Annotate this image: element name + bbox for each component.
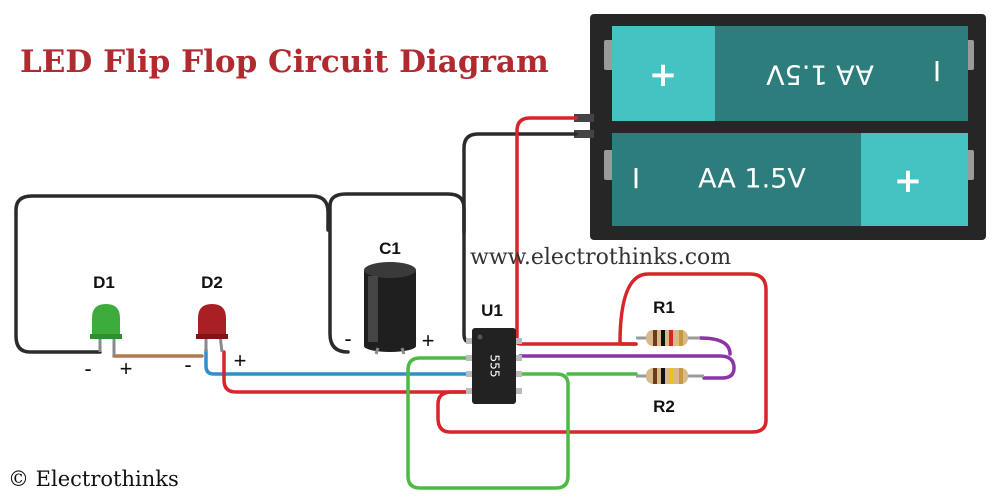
r2-band-3: [669, 368, 673, 384]
battery-top-label: AA 1.5V: [766, 59, 874, 90]
r2-band-2: [661, 368, 665, 384]
capacitor-c1: C1 - +: [344, 239, 435, 355]
r2-band-4: [679, 368, 683, 384]
u1-label: U1: [481, 301, 503, 320]
u1-pin-1: [466, 338, 474, 344]
battery-bottom-label: AA 1.5V: [698, 164, 806, 195]
d1-label: D1: [93, 273, 115, 292]
r1-band-2: [661, 330, 665, 346]
wire-d2-red: [222, 350, 472, 394]
led-d2: D2 - +: [184, 273, 246, 377]
d2-rim: [196, 334, 228, 339]
c1-stripe: [368, 276, 378, 342]
wire-d2-blue: [204, 348, 472, 376]
battery-bottom-cap: [861, 133, 968, 226]
copyright-text: © Electrothinks: [8, 467, 179, 491]
wire-green-loop: [406, 356, 570, 490]
battery-bottom-minus: I: [632, 162, 640, 195]
d1-rim: [90, 334, 122, 339]
wire-d1-negative: [14, 194, 330, 354]
r2-band-1: [653, 368, 657, 384]
battery-bottom-plus: +: [894, 161, 923, 201]
battery-top-minus: I: [933, 55, 941, 88]
u1-pin-4: [466, 388, 474, 394]
u1-pin-2: [466, 355, 474, 361]
d2-neg-sign: -: [184, 352, 191, 377]
wire-purple: [518, 354, 736, 380]
d1-body: [92, 304, 120, 336]
u1-pin-5: [514, 388, 522, 394]
battery-bottom-cell: I AA 1.5V +: [604, 133, 974, 226]
c1-neg-sign: -: [344, 326, 351, 351]
d1-neg-sign: -: [84, 356, 91, 381]
r1-label: R1: [653, 298, 675, 317]
r1-band-4: [679, 330, 683, 346]
battery-holder: + AA 1.5V I I AA 1.5V +: [574, 14, 986, 240]
c1-pos-sign: +: [422, 328, 435, 353]
u1-pin-8: [514, 338, 522, 344]
resistor-r1: R1: [636, 298, 700, 346]
d1-pos-sign: +: [120, 356, 133, 381]
battery-top-cap: [612, 26, 715, 121]
battery-black-connector: [574, 130, 594, 138]
u1-body: [472, 328, 516, 404]
u1-chip-text: 555: [488, 355, 502, 378]
battery-top-cell: + AA 1.5V I: [604, 26, 974, 121]
resistor-r2: R2: [636, 368, 704, 416]
u1-pin-7: [514, 355, 522, 361]
r2-label: R2: [653, 397, 675, 416]
led-d1: D1 - +: [84, 273, 132, 381]
r1-band-1: [653, 330, 657, 346]
ic-u1-555: U1 555: [466, 301, 522, 404]
u1-pin-3: [466, 371, 474, 377]
d2-pos-sign: +: [234, 348, 247, 373]
battery-top-plus: +: [649, 55, 678, 95]
wire-c1-negative: [328, 192, 466, 354]
page-title: LED Flip Flop Circuit Diagram: [20, 44, 549, 80]
d2-label: D2: [201, 273, 223, 292]
d2-body: [198, 304, 226, 336]
battery-red-connector: [574, 114, 594, 122]
wire-purple-top: [698, 336, 732, 356]
c1-leg-neg: [374, 347, 380, 355]
website-url: www.electrothinks.com: [470, 245, 731, 270]
r1-band-3: [669, 330, 673, 346]
c1-label: C1: [379, 239, 401, 258]
u1-notch: [477, 334, 483, 340]
u1-pin-6: [514, 371, 522, 377]
c1-leg-pos: [400, 347, 406, 355]
c1-top: [364, 262, 416, 278]
wire-feedback-loop: [436, 272, 768, 434]
